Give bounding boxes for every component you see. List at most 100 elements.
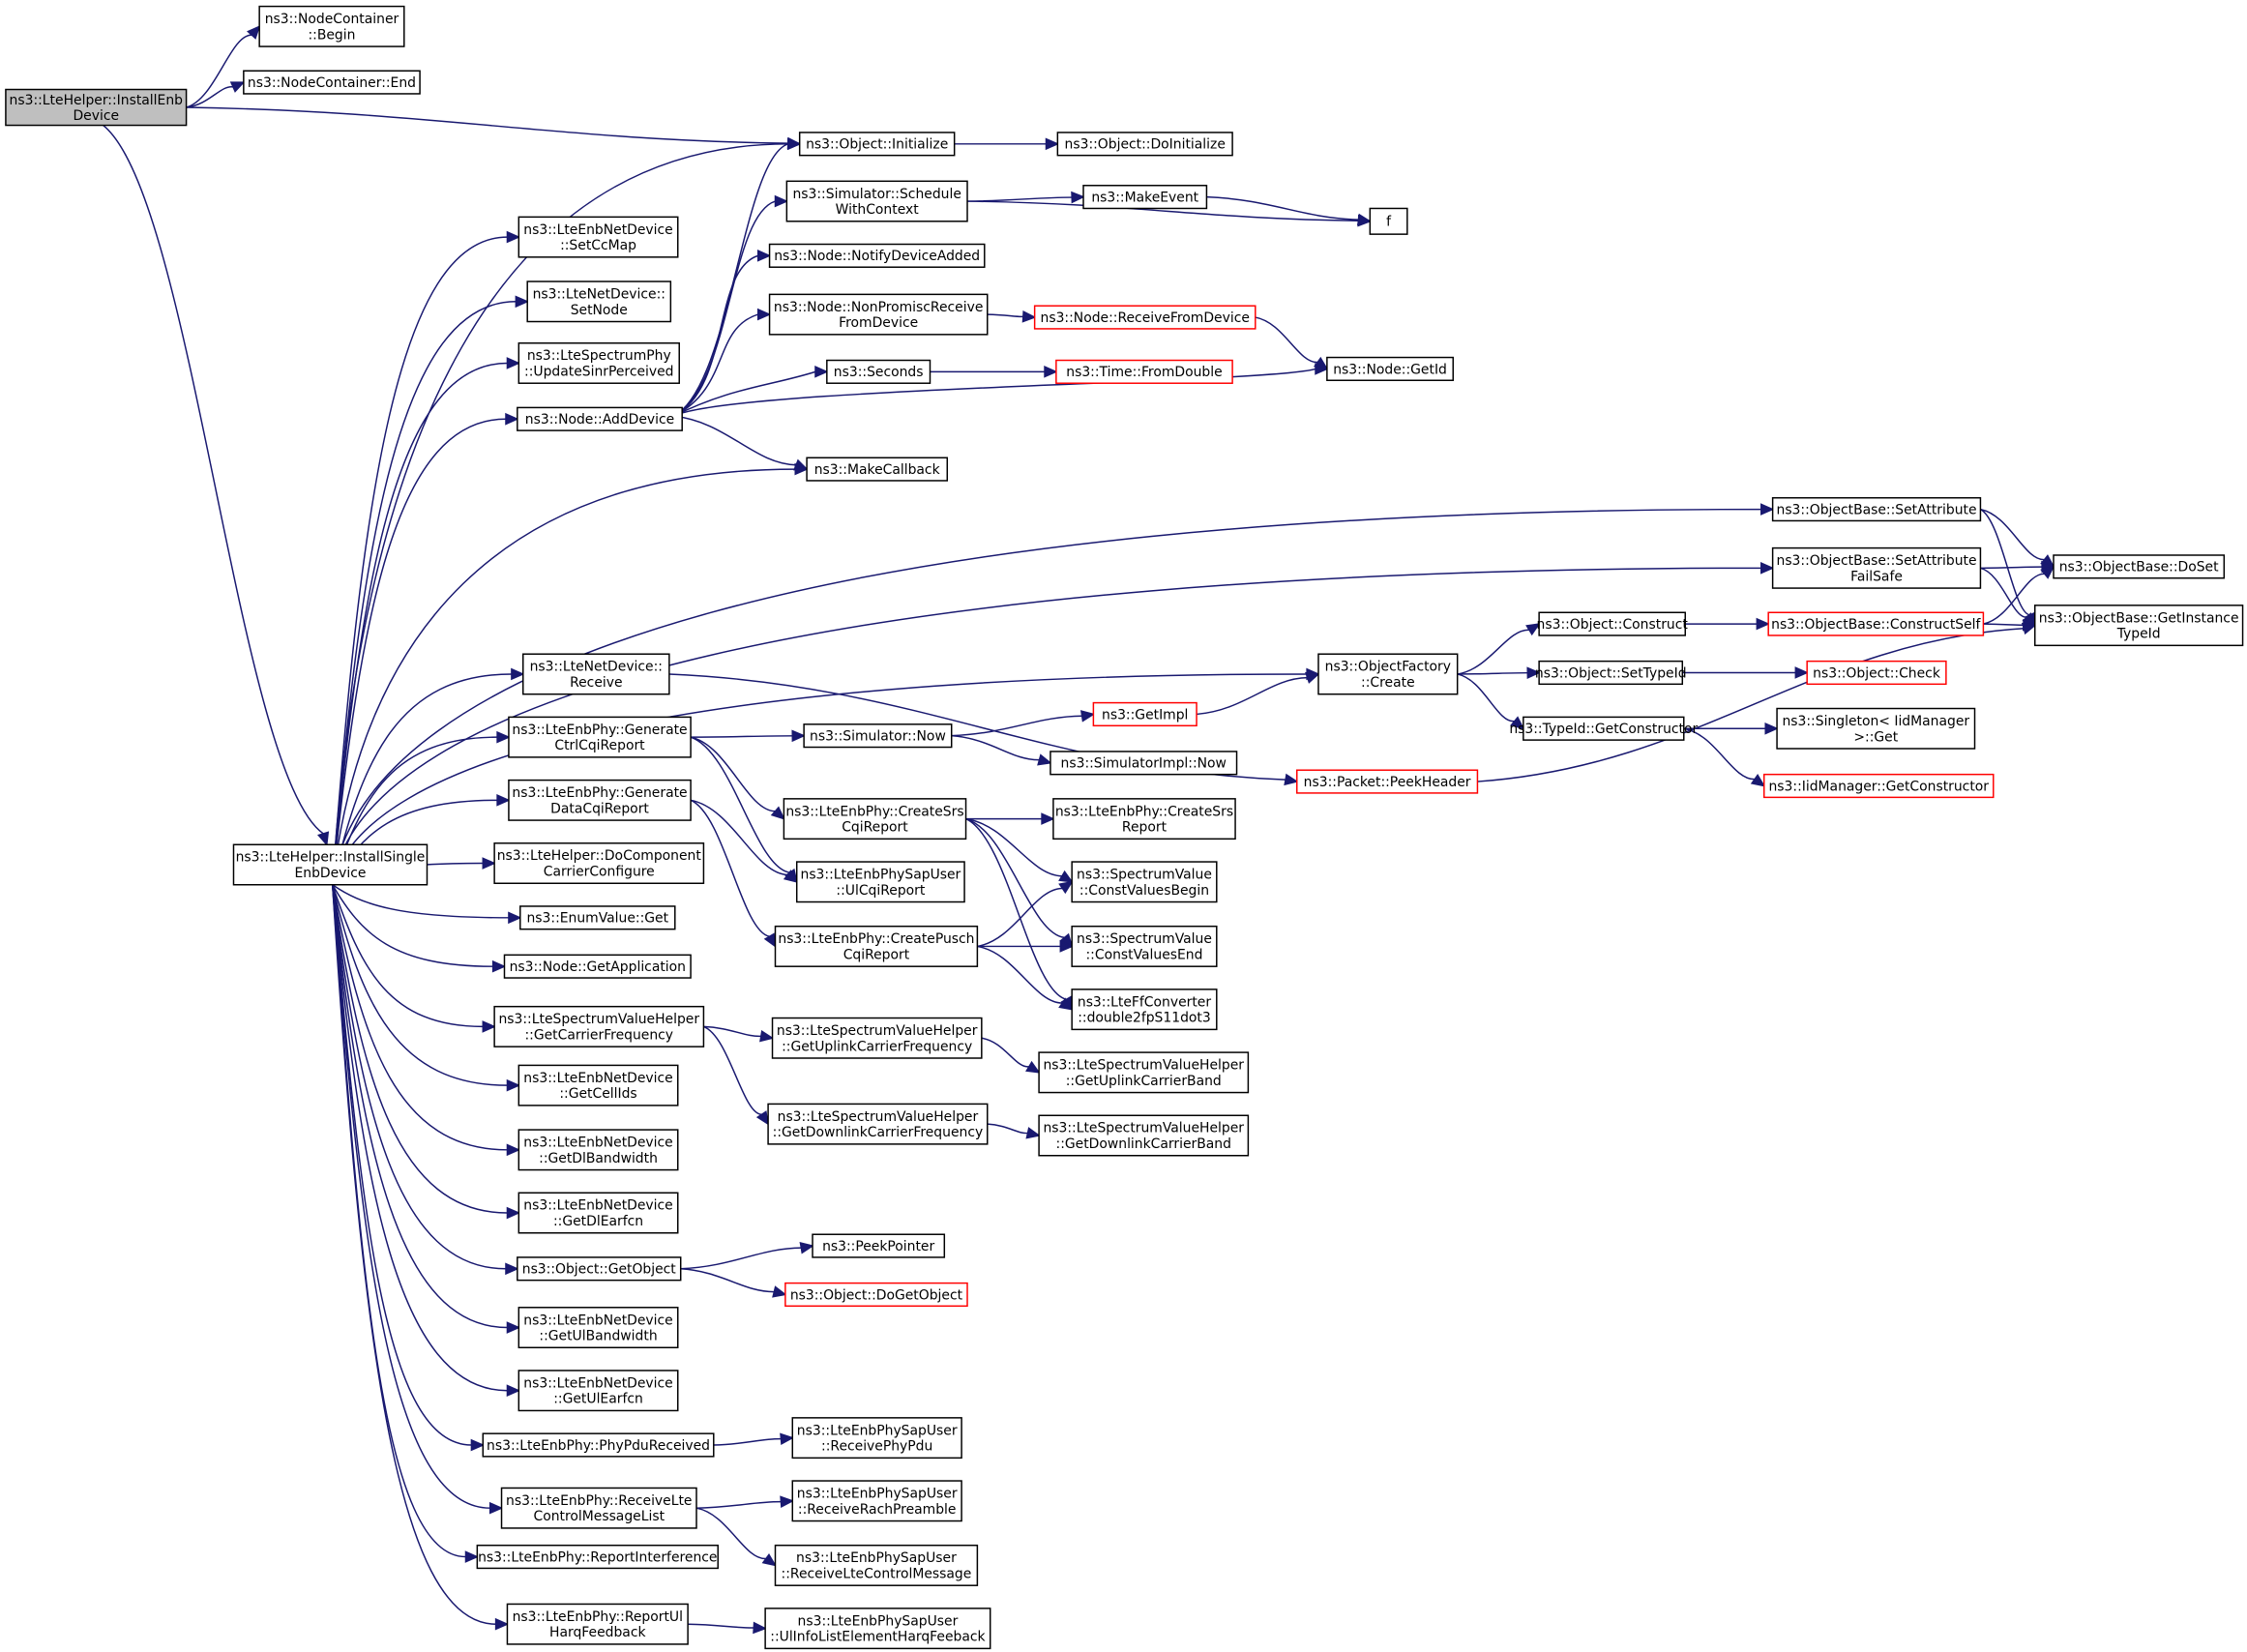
node-box[interactable] xyxy=(803,723,953,749)
node-box[interactable] xyxy=(771,1017,983,1059)
node-box[interactable] xyxy=(812,1233,946,1258)
node-box[interactable] xyxy=(1071,925,1218,967)
node-box[interactable] xyxy=(784,1282,968,1308)
node-box[interactable] xyxy=(1033,305,1257,330)
node-tidGetCtor[interactable]: ns3::TypeId::GetConstructor xyxy=(1509,716,1699,741)
node-getDlCarrierFreq[interactable]: ns3::LteSpectrumValueHelper::GetDownlink… xyxy=(767,1103,989,1145)
node-ncBegin[interactable]: ns3::NodeContainer::Begin xyxy=(258,5,405,47)
node-box[interactable] xyxy=(476,1544,719,1570)
node-box[interactable] xyxy=(764,1608,991,1650)
node-box[interactable] xyxy=(1056,132,1233,157)
node-makeEvent[interactable]: ns3::MakeEvent xyxy=(1082,185,1208,210)
node-box[interactable] xyxy=(508,716,692,758)
node-box[interactable] xyxy=(1038,1114,1250,1157)
node-box[interactable] xyxy=(1050,751,1238,776)
node-notifyDev[interactable]: ns3::Node::NotifyDeviceAdded xyxy=(768,243,986,268)
node-getImpl[interactable]: ns3::GetImpl xyxy=(1092,701,1197,727)
node-box[interactable] xyxy=(232,843,429,886)
node-box[interactable] xyxy=(500,1487,697,1529)
node-doSet[interactable]: ns3::ObjectBase::DoSet xyxy=(2053,554,2226,579)
node-box[interactable] xyxy=(493,1005,705,1047)
node-box[interactable] xyxy=(1369,207,1408,235)
node-box[interactable] xyxy=(517,341,680,384)
node-box[interactable] xyxy=(517,1307,679,1349)
node-addDevice[interactable]: ns3::Node::AddDevice xyxy=(517,406,683,431)
node-box[interactable] xyxy=(1326,356,1454,381)
node-box[interactable] xyxy=(517,1192,679,1234)
node-setAttr[interactable]: ns3::ObjectBase::SetAttribute xyxy=(1771,496,1982,522)
node-nodeGetId[interactable]: ns3::Node::GetId xyxy=(1326,356,1454,381)
node-box[interactable] xyxy=(517,1129,679,1171)
node-lndReceive[interactable]: ns3::LteNetDevice::Receive xyxy=(522,653,670,695)
node-box[interactable] xyxy=(1771,546,1982,589)
node-box[interactable] xyxy=(1038,1051,1250,1094)
node-box[interactable] xyxy=(767,1103,989,1145)
node-doGetObject[interactable]: ns3::Object::DoGetObject xyxy=(784,1282,968,1308)
node-box[interactable] xyxy=(1767,611,1985,636)
node-recvFromDev[interactable]: ns3::Node::ReceiveFromDevice xyxy=(1033,305,1257,330)
node-box[interactable] xyxy=(768,293,989,336)
node-peekPointer[interactable]: ns3::PeekPointer xyxy=(812,1233,946,1258)
node-cvEnd[interactable]: ns3::SpectrumValue::ConstValuesEnd xyxy=(1071,925,1218,967)
node-box[interactable] xyxy=(795,861,965,903)
node-box[interactable] xyxy=(482,1432,715,1458)
node-getDlBand[interactable]: ns3::LteSpectrumValueHelper::GetDownlink… xyxy=(1038,1114,1250,1157)
node-box[interactable] xyxy=(517,1370,679,1412)
node-box[interactable] xyxy=(503,954,692,979)
node-box[interactable] xyxy=(1538,611,1686,636)
node-reportInterf[interactable]: ns3::LteEnbPhy::ReportInterference xyxy=(476,1544,719,1570)
node-box[interactable] xyxy=(1092,701,1197,727)
node-box[interactable] xyxy=(774,1544,979,1586)
node-ncEnd[interactable]: ns3::NodeContainer::End xyxy=(243,70,421,95)
node-iidGetCtor[interactable]: ns3::IidManager::GetConstructor xyxy=(1762,773,1995,799)
node-box[interactable] xyxy=(517,406,683,431)
node-updSinr[interactable]: ns3::LteSpectrumPhy::UpdateSinrPerceived xyxy=(517,341,680,384)
node-box[interactable] xyxy=(774,925,979,967)
node-ulInfoHarq[interactable]: ns3::LteEnbPhySapUser::UlInfoListElement… xyxy=(764,1608,991,1650)
node-box[interactable] xyxy=(1523,716,1685,741)
node-box[interactable] xyxy=(517,216,679,258)
node-ffConv[interactable]: ns3::LteFfConverter::double2fpS11dot3 xyxy=(1071,988,1218,1031)
node-box[interactable] xyxy=(785,180,968,222)
node-box[interactable] xyxy=(493,842,705,885)
node-peekHeader[interactable]: ns3::Packet::PeekHeader xyxy=(1296,769,1479,794)
node-box[interactable] xyxy=(791,1480,962,1522)
node-box[interactable] xyxy=(783,798,967,841)
node-recvLteCtrlMsg[interactable]: ns3::LteEnbPhySapUser::ReceiveLteControl… xyxy=(774,1544,979,1586)
node-box[interactable] xyxy=(1071,861,1218,903)
node-box[interactable] xyxy=(826,359,931,384)
node-box[interactable] xyxy=(1052,798,1236,841)
node-ofCreate[interactable]: ns3::ObjectFactory::Create xyxy=(1317,653,1459,695)
node-box[interactable] xyxy=(806,457,949,482)
node-box[interactable] xyxy=(1055,359,1233,384)
node-objInit[interactable]: ns3::Object::Initialize xyxy=(798,132,956,157)
node-objCheck[interactable]: ns3::Object::Check xyxy=(1806,660,1947,686)
node-box[interactable] xyxy=(508,779,692,821)
node-box[interactable] xyxy=(519,905,676,930)
node-seconds[interactable]: ns3::Seconds xyxy=(826,359,931,384)
node-box[interactable] xyxy=(1771,496,1982,522)
node-getUlBw[interactable]: ns3::LteEnbNetDevice::GetUlBandwidth xyxy=(517,1307,679,1349)
node-phyPduRecv[interactable]: ns3::LteEnbPhy::PhyPduReceived xyxy=(482,1432,715,1458)
node-box[interactable] xyxy=(798,132,956,157)
node-box[interactable] xyxy=(1082,185,1208,210)
node-getDlBw[interactable]: ns3::LteEnbNetDevice::GetDlBandwidth xyxy=(517,1129,679,1171)
node-box[interactable] xyxy=(517,1256,682,1282)
node-box[interactable] xyxy=(1776,707,1976,750)
node-recvRach[interactable]: ns3::LteEnbPhySapUser::ReceiveRachPreamb… xyxy=(791,1480,962,1522)
node-simNow[interactable]: ns3::Simulator::Now xyxy=(803,723,953,749)
node-box[interactable] xyxy=(506,1603,689,1645)
node-box[interactable] xyxy=(1317,653,1459,695)
node-box[interactable] xyxy=(5,88,188,127)
node-getObject[interactable]: ns3::Object::GetObject xyxy=(517,1256,682,1282)
node-fromDouble[interactable]: ns3::Time::FromDouble xyxy=(1055,359,1233,384)
